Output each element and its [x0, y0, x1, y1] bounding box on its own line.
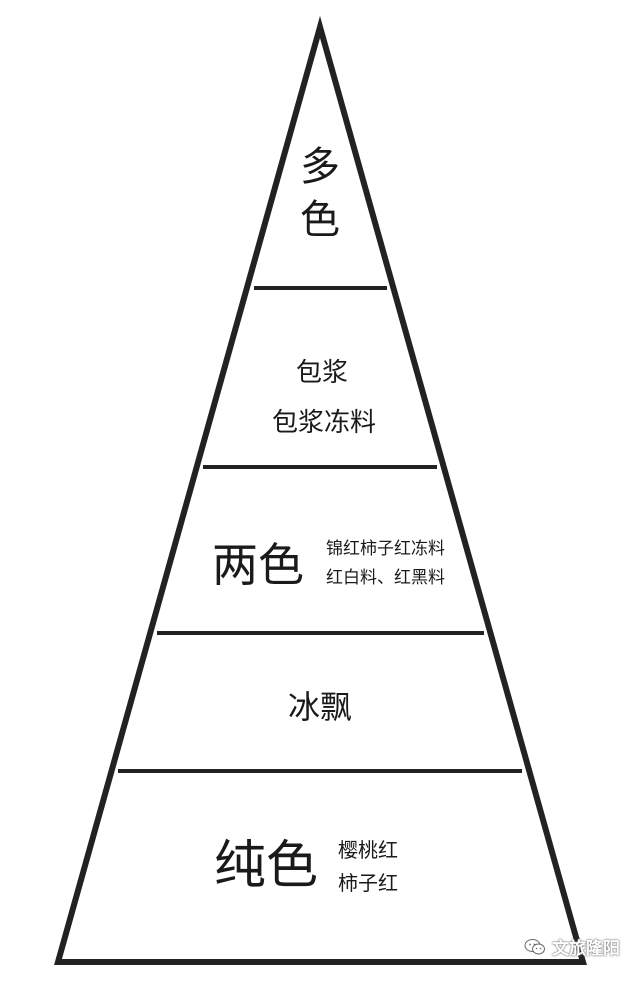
watermark-text: 文旅隆阳 — [552, 939, 620, 959]
tier-top-title-line2: 色 — [300, 197, 340, 243]
tier-bottom-title: 纯色 — [214, 836, 318, 896]
watermark: 文旅隆阳 — [524, 934, 620, 959]
tier-bottom-note-line1: 樱桃红 — [338, 838, 398, 862]
wechat-icon — [524, 938, 545, 954]
pyramid-outline — [54, 15, 587, 965]
tier-bottom-note-line2: 柿子红 — [338, 871, 398, 895]
tier-3-note-line1: 锦红柿子红冻料 — [326, 539, 445, 559]
tier-2-line1: 包浆 — [296, 358, 348, 388]
tier-top-title-line1: 多 — [300, 144, 340, 190]
tier-3-title: 两色 — [212, 538, 304, 592]
tier-4-title: 冰飘 — [288, 688, 352, 726]
tier-2-line2: 包浆冻料 — [272, 408, 376, 438]
tier-3-note-line2: 红白料、红黑料 — [326, 568, 445, 588]
